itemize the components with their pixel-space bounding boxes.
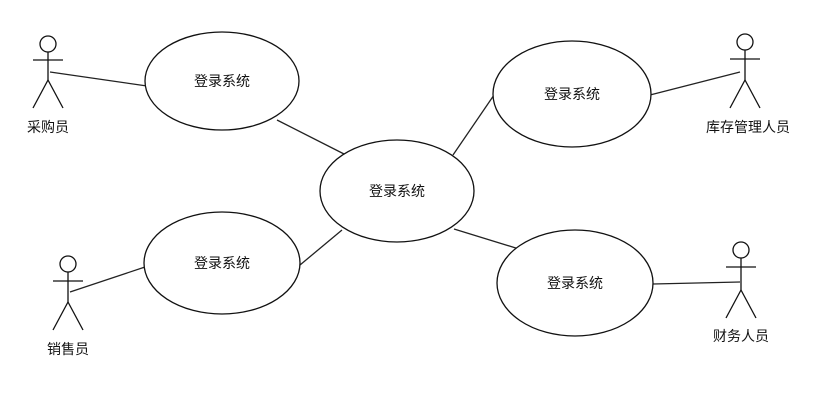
link-top-left-to-center	[276, 119, 347, 156]
actor-sales: 销售员	[47, 255, 89, 358]
link-purchaser-to-top-left	[49, 71, 148, 87]
link-bottom-left-to-center	[299, 229, 343, 266]
use-case-bottom-right-label: 登录系统	[547, 276, 603, 292]
actor-sales-figure-icon	[52, 255, 84, 331]
actor-sales-label: 销售员	[47, 342, 89, 358]
link-sales-to-bottom-left	[69, 266, 146, 293]
link-center-to-top-right	[452, 94, 495, 156]
use-case-bottom-left-label: 登录系统	[194, 256, 250, 272]
use-case-top-right: 登录系统	[492, 40, 652, 148]
link-top-right-to-warehouse	[649, 71, 741, 96]
use-case-top-left-label: 登录系统	[194, 74, 250, 90]
use-case-bottom-left: 登录系统	[143, 211, 301, 315]
link-bottom-right-to-finance	[652, 281, 741, 285]
use-case-center-label: 登录系统	[369, 184, 425, 200]
use-case-top-right-label: 登录系统	[544, 87, 600, 103]
use-case-bottom-right: 登录系统	[496, 229, 654, 337]
actor-warehouse-manager-label: 库存管理人员	[706, 120, 790, 136]
actor-finance-staff-label: 财务人员	[713, 329, 769, 345]
actor-finance-staff-figure-icon	[725, 241, 757, 319]
actor-warehouse-manager-figure-icon	[729, 33, 761, 109]
use-case-center: 登录系统	[319, 139, 475, 243]
actor-finance-staff: 财务人员	[713, 241, 769, 345]
actor-warehouse-manager: 库存管理人员	[706, 33, 790, 136]
actor-purchaser: 采购员	[27, 35, 69, 136]
use-case-top-left: 登录系统	[144, 31, 300, 131]
actor-purchaser-label: 采购员	[27, 120, 69, 136]
actor-purchaser-figure-icon	[32, 35, 64, 109]
link-center-to-bottom-right	[453, 228, 520, 250]
